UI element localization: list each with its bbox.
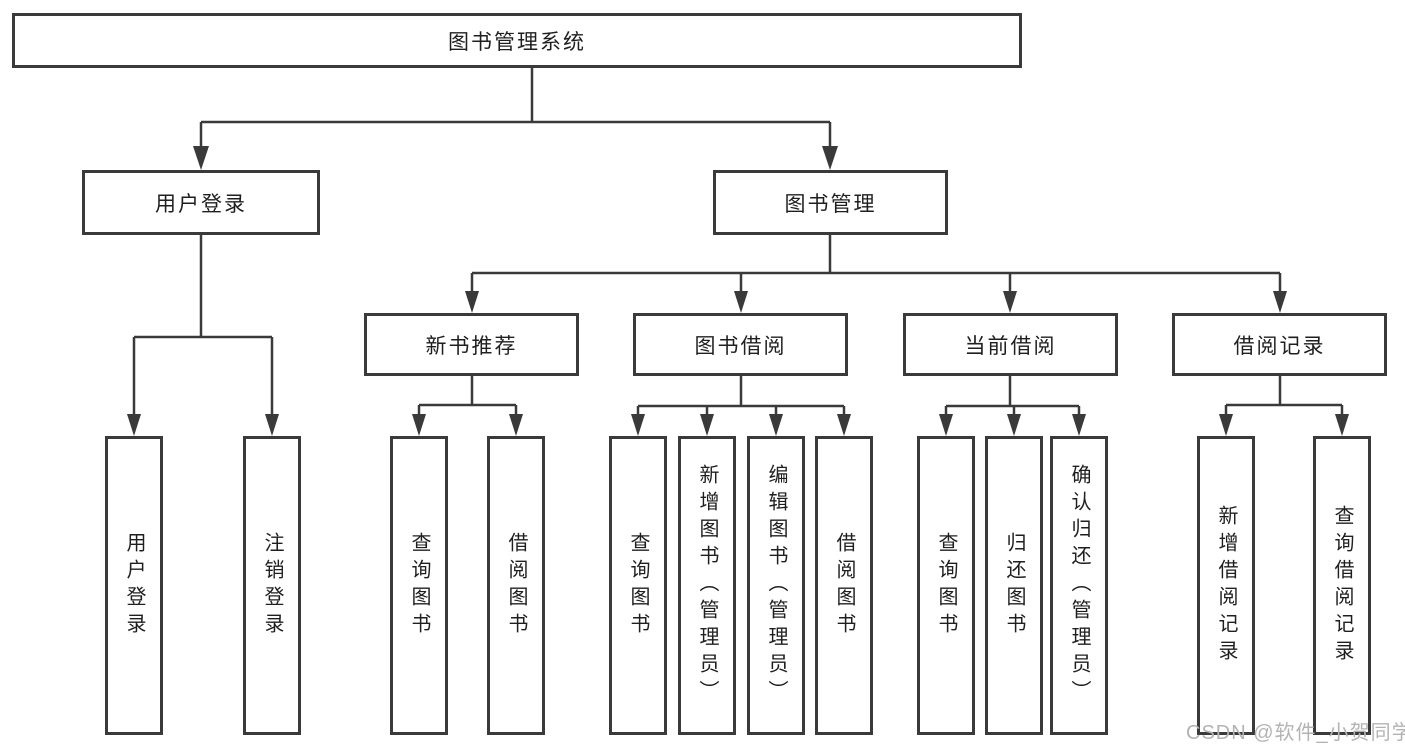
node-label: 查询图书 [627,531,649,640]
leaf-add-borrow-record: 新增借阅记录 [1197,436,1255,735]
node-label: 图书借阅 [694,334,787,358]
node-label: 注销登录 [261,531,283,640]
node-label: 用户登录 [123,531,145,640]
node-label: 归还图书 [1003,531,1025,640]
node-label: 当前借阅 [964,334,1057,358]
node-label: 图书管理 [784,192,877,216]
node-label: 查询图书 [408,531,430,640]
leaf-confirm-return-admin: 确认归还（管理员） [1050,436,1108,735]
leaf-query-books-recommend: 查询图书 [390,436,448,735]
leaf-query-books-borrow: 查询图书 [609,436,667,735]
node-label: 借阅图书 [505,531,527,640]
node-label: 借阅记录 [1233,334,1326,358]
node-label: 查询借阅记录 [1331,504,1353,667]
leaf-query-books-current: 查询图书 [917,436,975,735]
node-user-login: 用户登录 [82,170,320,235]
node-label: 确认归还（管理员） [1068,464,1090,707]
node-borrow-records: 借阅记录 [1172,313,1387,376]
leaf-edit-book-admin: 编辑图书（管理员） [747,436,805,735]
node-label: 编辑图书（管理员） [765,464,787,707]
node-label: 图书管理系统 [448,30,586,54]
leaf-borrow-books-borrow: 借阅图书 [815,436,873,735]
node-label: 借阅图书 [833,531,855,640]
arrowheads [127,146,1349,436]
leaf-logout: 注销登录 [243,436,301,735]
leaf-add-book-admin: 新增图书（管理员） [678,436,736,735]
node-system-root: 图书管理系统 [12,13,1022,68]
csdn-watermark: CSDN @软件_小贺同学 [1186,722,1405,744]
node-label: 用户登录 [155,192,247,216]
leaf-return-book: 归还图书 [985,436,1043,735]
node-book-borrow: 图书借阅 [633,313,848,376]
node-new-book-recommend: 新书推荐 [364,313,579,376]
node-current-borrow: 当前借阅 [903,313,1118,376]
node-label: 查询图书 [935,531,957,640]
leaf-borrow-books-recommend: 借阅图书 [487,436,545,735]
leaf-query-borrow-record: 查询借阅记录 [1313,436,1371,735]
leaf-user-login: 用户登录 [105,436,163,735]
node-book-management: 图书管理 [713,170,948,235]
node-label: 新增图书（管理员） [696,464,718,707]
node-label: 新增借阅记录 [1215,504,1237,667]
node-label: 新书推荐 [425,334,518,358]
